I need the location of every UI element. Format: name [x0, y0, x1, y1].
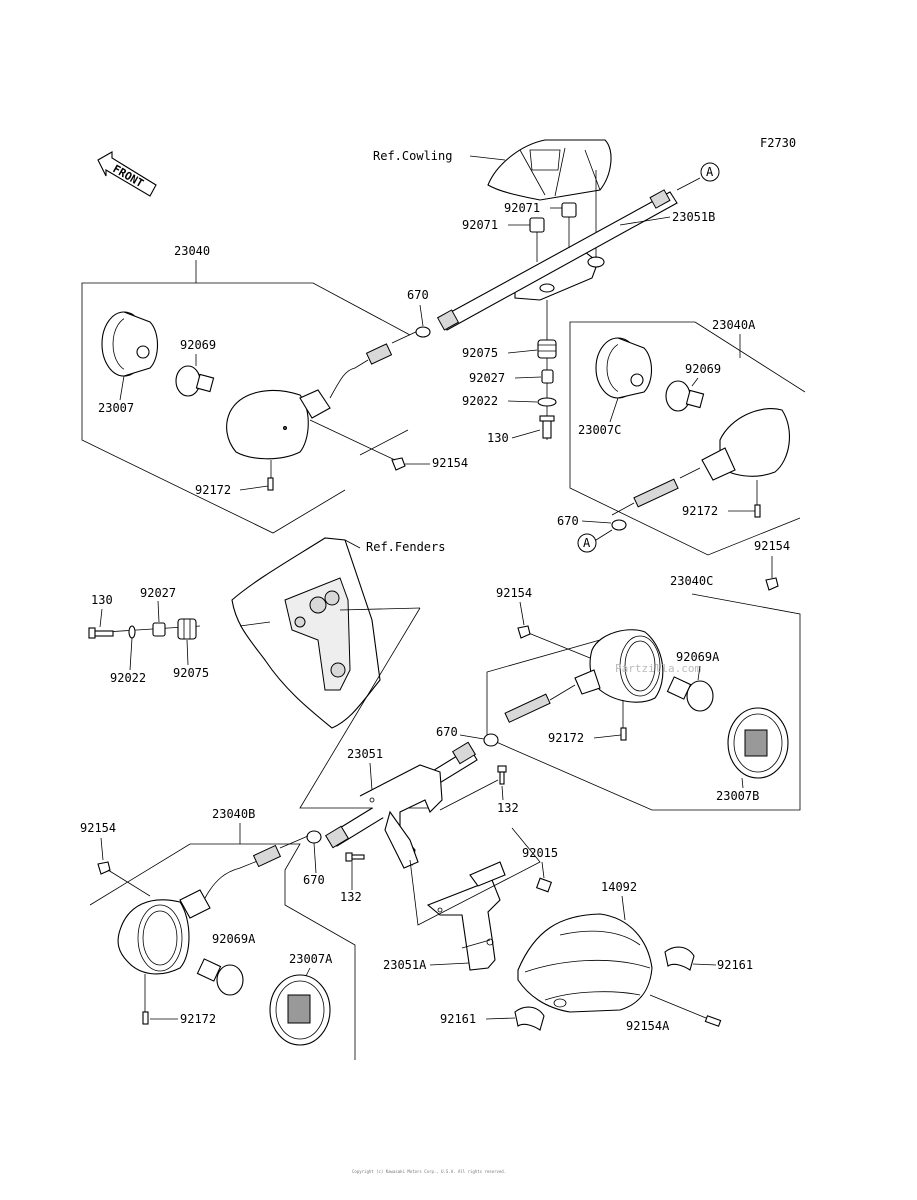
part-label-23051A: 23051A — [383, 958, 427, 972]
lens-23007C-drawing — [595, 337, 653, 399]
part-label-23007: 23007 — [98, 401, 134, 415]
cover-14092-drawing — [517, 913, 653, 1013]
housing-23040B-drawing — [117, 835, 309, 975]
part-label-23051: 23051 — [347, 747, 383, 761]
bolt-92154A — [649, 994, 722, 1027]
figure-code: F2730 — [760, 136, 796, 150]
part-label-92069A-c: 92069A — [676, 650, 720, 664]
o-ring-670-right — [611, 519, 627, 531]
hardware-row-left-drawing — [88, 618, 201, 640]
cushion-92161-left — [514, 1006, 545, 1031]
circle-ref-a-top: A — [700, 162, 720, 182]
front-direction-arrow: FRONT — [97, 151, 157, 197]
bulb-92069A-b-drawing — [196, 958, 244, 996]
screw-92172-a — [754, 480, 761, 518]
housing-23040A-drawing — [611, 408, 790, 516]
assembly-box-23040A — [569, 321, 806, 556]
cushion-92161-right — [664, 946, 695, 971]
part-label-23051B: 23051B — [672, 210, 715, 224]
housing-23040C-drawing: Partzilla.com — [504, 629, 701, 723]
part-label-92154A: 92154A — [626, 1019, 670, 1033]
cowling-bracket-drawing — [487, 139, 612, 301]
bolt-132-b — [345, 852, 365, 862]
part-label-92069A-b: 92069A — [212, 932, 256, 946]
ref-cowling-label: Ref.Cowling — [373, 149, 452, 163]
part-label-92022-top: 92022 — [462, 394, 498, 408]
rear-fender-plate-drawing — [231, 537, 430, 809]
part-label-92172-a: 92172 — [682, 504, 718, 518]
part-label-670-lower: 670 — [303, 873, 325, 887]
part-label-92161-right: 92161 — [717, 958, 753, 972]
ref-fenders-label: Ref.Fenders — [366, 540, 445, 554]
part-label-130-left: 130 — [91, 593, 113, 607]
part-label-92154-c: 92154 — [496, 586, 532, 600]
part-label-23040C: 23040C — [670, 574, 713, 588]
part-label-23007A: 23007A — [289, 952, 333, 966]
part-label-130-top: 130 — [487, 431, 509, 445]
part-label-92069-left: 92069 — [180, 338, 216, 352]
part-label-23040B: 23040B — [212, 807, 255, 821]
clamp-92015 — [535, 877, 553, 893]
bulb-92069-left-drawing — [175, 365, 215, 397]
turn-signal-stay-rear-23051 — [324, 741, 478, 869]
nut-92154-top — [309, 419, 406, 471]
part-label-92071-b: 92071 — [462, 218, 498, 232]
turn-signal-stay-top-23051B — [436, 177, 701, 331]
circle-ref-a-right: A — [577, 529, 613, 553]
lens-23007B-drawing — [727, 707, 789, 779]
part-label-132-a: 132 — [497, 801, 519, 815]
assembly-box-23040 — [81, 282, 411, 534]
svg-text:A: A — [706, 165, 714, 179]
nut-92154-a — [765, 556, 779, 591]
lens-23007-drawing — [101, 311, 159, 377]
part-label-23007C: 23007C — [578, 423, 621, 437]
part-label-92154-a: 92154 — [754, 539, 790, 553]
screw-92172-b — [142, 974, 149, 1025]
part-label-670-mid: 670 — [436, 725, 458, 739]
assembly-box-23040C — [486, 593, 801, 811]
o-ring-670-lower — [306, 830, 322, 844]
bolt-132-a — [439, 765, 507, 811]
watermark: Partzilla.com — [615, 662, 701, 675]
part-label-92015: 92015 — [522, 846, 558, 860]
part-label-92069-right: 92069 — [685, 362, 721, 376]
o-ring-670-mid — [483, 733, 499, 747]
part-label-92172-c: 92172 — [548, 731, 584, 745]
part-label-92022-left: 92022 — [110, 671, 146, 685]
license-bracket-23051A — [409, 827, 541, 971]
part-label-92161-left: 92161 — [440, 1012, 476, 1026]
part-label-92075-left: 92075 — [173, 666, 209, 680]
part-label-23007B: 23007B — [716, 789, 759, 803]
part-label-92172-b: 92172 — [180, 1012, 216, 1026]
screw-92172-c — [620, 700, 627, 741]
part-label-92027-top: 92027 — [469, 371, 505, 385]
nut-92154-c — [517, 625, 531, 639]
part-label-92154-top: 92154 — [432, 456, 468, 470]
o-ring-670-top — [415, 326, 431, 338]
copyright-footer: Copyright (c) Kawasaki Motors Corp., U.S… — [352, 1169, 506, 1174]
part-label-23040A: 23040A — [712, 318, 756, 332]
bulb-92069A-c-drawing — [666, 676, 714, 712]
part-label-92071-a: 92071 — [504, 201, 540, 215]
bulb-92069-right-drawing — [665, 380, 705, 412]
hardware-stack-top-drawing — [537, 300, 557, 440]
part-label-92075-top: 92075 — [462, 346, 498, 360]
svg-text:A: A — [583, 536, 591, 550]
nut-92154-b — [97, 861, 151, 897]
screw-92172-top — [267, 460, 274, 491]
front-label: FRONT — [111, 162, 147, 190]
housing-23040-drawing — [226, 329, 421, 460]
part-label-132-b: 132 — [340, 890, 362, 904]
part-label-92172-top: 92172 — [195, 483, 231, 497]
part-label-14092: 14092 — [601, 880, 637, 894]
part-label-670-top: 670 — [407, 288, 429, 302]
lens-23007A-drawing — [269, 974, 331, 1046]
part-label-92154-b: 92154 — [80, 821, 116, 835]
part-label-92027-left: 92027 — [140, 586, 176, 600]
part-label-670-right: 670 — [557, 514, 579, 528]
part-label-23040: 23040 — [174, 244, 210, 258]
